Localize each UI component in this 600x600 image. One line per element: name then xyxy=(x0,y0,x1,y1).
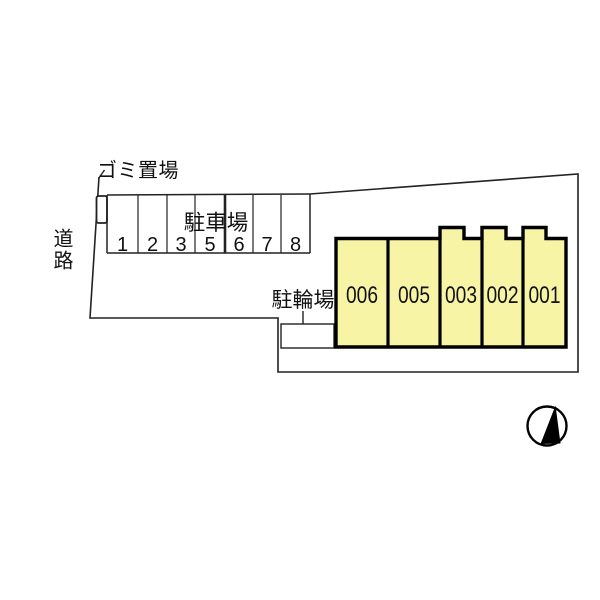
bicycle-label: 駐輪場 xyxy=(272,289,335,312)
bicycle-parking-box xyxy=(280,323,335,349)
parking-space-number: 3 xyxy=(175,234,186,256)
parking-space-number: 2 xyxy=(147,234,158,256)
parking-top-line xyxy=(106,193,311,196)
compass-circle xyxy=(526,405,568,447)
parking-space-number: 1 xyxy=(117,234,128,256)
garbage-leader-line xyxy=(97,169,106,179)
parking-label: 駐車場 xyxy=(184,211,249,235)
unit-label: 006 xyxy=(346,281,378,309)
building-outline xyxy=(334,225,568,349)
compass-needle xyxy=(540,405,561,444)
garbage-label: ゴミ置場 xyxy=(97,159,179,182)
parking-lot: 駐車場 1 2 3 5 6 7 8 xyxy=(106,193,311,256)
unit-label: 003 xyxy=(445,281,477,309)
unit-label: 002 xyxy=(486,281,518,309)
north-compass-icon xyxy=(526,405,568,447)
parking-space-number: 8 xyxy=(290,234,301,256)
building: 006 005 003 002 001 xyxy=(334,225,568,349)
garbage-box xyxy=(95,195,108,224)
parking-space-number: 7 xyxy=(261,234,272,256)
unit-label: 001 xyxy=(528,281,560,309)
unit-label: 005 xyxy=(398,281,430,309)
parking-space-number: 6 xyxy=(233,234,244,256)
site-boundary xyxy=(89,173,579,373)
road-label: 道路 xyxy=(50,228,72,272)
parking-space-number: 5 xyxy=(204,234,215,256)
bicycle-parking: 駐輪場 xyxy=(272,289,335,349)
